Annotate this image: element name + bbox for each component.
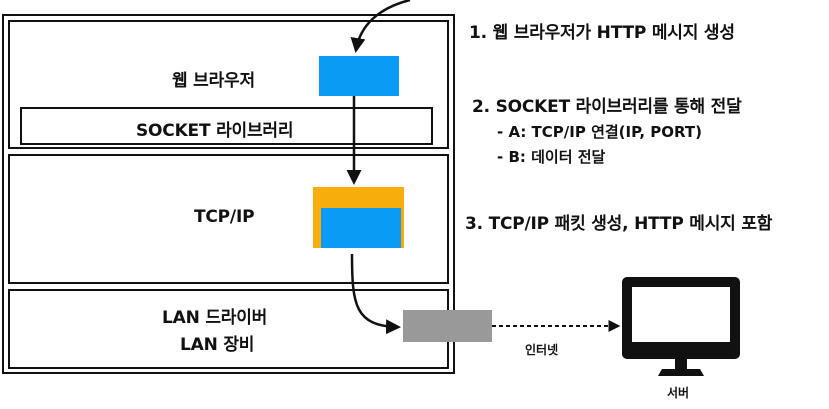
step-2a-note: - A: TCP/IP 연결(IP, PORT) (497, 123, 702, 141)
web-browser-label: 웹 브라우저 (172, 71, 255, 91)
lan-layer-box (8, 289, 449, 369)
server-label: 서버 (667, 386, 690, 400)
tcpip-label: TCP/IP (194, 207, 255, 227)
internet-label: 인터넷 (525, 343, 559, 357)
server-monitor-icon (622, 277, 740, 376)
step-3-note: 3. TCP/IP 패킷 생성, HTTP 메시지 포함 (465, 214, 773, 234)
socket-library-label: SOCKET 라이브러리 (136, 121, 294, 141)
http-message-block (319, 56, 399, 96)
lan-driver-label: LAN 드라이버 (162, 308, 268, 328)
arrow-tcpip-to-lan (350, 253, 401, 335)
socket-library-box (20, 107, 433, 145)
lan-packet-block (403, 310, 492, 342)
lan-device-label: LAN 장비 (180, 335, 255, 355)
arrow-to-browser (350, 0, 411, 53)
step-1-note: 1. 웹 브라우저가 HTTP 메시지 생성 (469, 23, 735, 43)
packet-http-message-block (321, 208, 401, 248)
step-2b-note: - B: 데이터 전달 (497, 148, 606, 166)
step-2-note: 2. SOCKET 라이브러리를 통해 전달 (472, 97, 742, 117)
